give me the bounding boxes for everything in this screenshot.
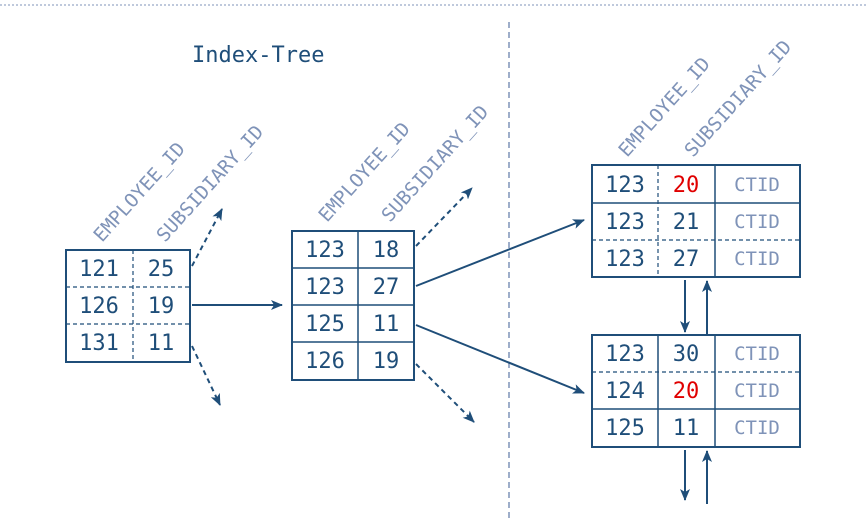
leaf1-row-1-ctid: CTID: [734, 174, 780, 196]
branch-arrow-down: [415, 363, 475, 423]
leaf2-row-3-sub: 11: [673, 416, 700, 441]
branch-row-2-sub: 27: [373, 275, 400, 300]
leaf2-row-1-sub: 30: [673, 342, 700, 367]
leaf2-row-2-emp: 124: [605, 379, 645, 404]
leaf2-row-3-emp: 125: [605, 416, 645, 441]
leaf-node-2: 123 30 CTID 124 20 CTID 125 11 CTID: [591, 334, 801, 448]
branch-arrow-leaf-2: [415, 324, 585, 394]
branch-row-3-emp: 125: [305, 312, 345, 337]
branch-row-1-emp: 123: [305, 238, 345, 263]
root-row-3-sub: 11: [148, 331, 175, 356]
root-arrow-up: [191, 208, 223, 267]
leaf1-row-3-sub: 27: [673, 247, 700, 272]
leaf2-row-1-ctid: CTID: [734, 343, 780, 365]
leaf1-row-1-emp: 123: [605, 173, 645, 198]
branch-arrow-leaf-1: [415, 219, 585, 287]
branch-row-1-sub: 18: [373, 238, 400, 263]
leaf2-row-1-emp: 123: [605, 342, 645, 367]
leaf1-row-3-emp: 123: [605, 247, 645, 272]
branch-row-2-emp: 123: [305, 275, 345, 300]
branch-row-4-emp: 126: [305, 349, 345, 374]
leaf2-row-2-sub: 20: [673, 379, 700, 404]
branch-row-3-sub: 11: [373, 312, 400, 337]
root-header-subsidiary: SUBSIDIARY_ID: [152, 121, 268, 246]
root-row-3-emp: 131: [79, 331, 119, 356]
root-row-1-emp: 121: [79, 257, 119, 282]
root-row-2-emp: 126: [79, 294, 119, 319]
leaf1-row-2-sub: 21: [673, 210, 700, 235]
root-arrow-down: [191, 345, 221, 406]
diagram-title: Index-Tree: [192, 43, 324, 68]
leaf1-row-2-emp: 123: [605, 210, 645, 235]
branch-node: 123 18 123 27 125 11 126 19: [291, 230, 415, 381]
leaf1-row-3-ctid: CTID: [734, 248, 780, 270]
branch-header-subsidiary: SUBSIDIARY_ID: [377, 101, 493, 226]
branch-arrow-up: [415, 187, 473, 247]
leaf-node-1: 123 20 CTID 123 21 CTID 123 27 CTID: [591, 164, 801, 278]
leaf2-row-3-ctid: CTID: [734, 417, 780, 439]
branch-row-4-sub: 19: [373, 349, 400, 374]
leaf2-row-2-ctid: CTID: [734, 380, 780, 402]
root-row-1-sub: 25: [148, 257, 175, 282]
leaf1-row-1-sub: 20: [673, 173, 700, 198]
root-node: 121 25 126 19 131 11: [65, 249, 191, 363]
leaf1-row-2-ctid: CTID: [734, 211, 780, 233]
root-row-2-sub: 19: [148, 294, 175, 319]
